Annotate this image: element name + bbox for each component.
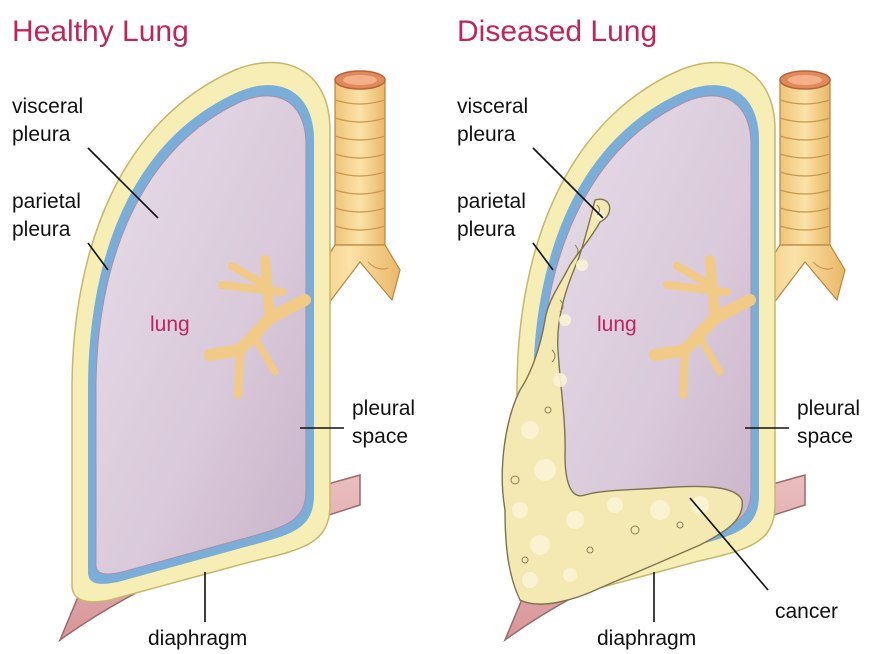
diseased-pleural-label-line1: pleural bbox=[797, 397, 860, 420]
diseased-pleural-label-line2: space bbox=[797, 425, 853, 448]
diseased-diaphragm-label: diaphragm bbox=[597, 627, 696, 650]
healthy-parietal-label-line1: parietal bbox=[12, 190, 81, 213]
cancer-label: cancer bbox=[775, 600, 838, 623]
diseased-lung-label: lung bbox=[597, 313, 637, 336]
diseased-visceral-label-line2: pleura bbox=[457, 123, 516, 146]
diseased-parietal-label-line2: pleura bbox=[457, 218, 516, 241]
healthy-panel: Healthy Lung bbox=[12, 15, 415, 650]
healthy-pleural-label-line2: space bbox=[352, 425, 408, 448]
healthy-visceral-label-line1: visceral bbox=[12, 95, 83, 118]
healthy-parietal-label-line2: pleura bbox=[12, 218, 71, 241]
healthy-pleural-label-line1: pleural bbox=[352, 397, 415, 420]
healthy-diaphragm-label: diaphragm bbox=[148, 627, 247, 650]
diseased-panel: Diseased Lung bbox=[457, 15, 860, 650]
diseased-title: Diseased Lung bbox=[457, 15, 657, 48]
diseased-parietal-label-line1: parietal bbox=[457, 190, 526, 213]
healthy-lung-label: lung bbox=[150, 313, 190, 336]
healthy-title: Healthy Lung bbox=[12, 15, 189, 48]
healthy-visceral-label-line2: pleura bbox=[12, 123, 71, 146]
diseased-visceral-label-line1: visceral bbox=[457, 95, 528, 118]
